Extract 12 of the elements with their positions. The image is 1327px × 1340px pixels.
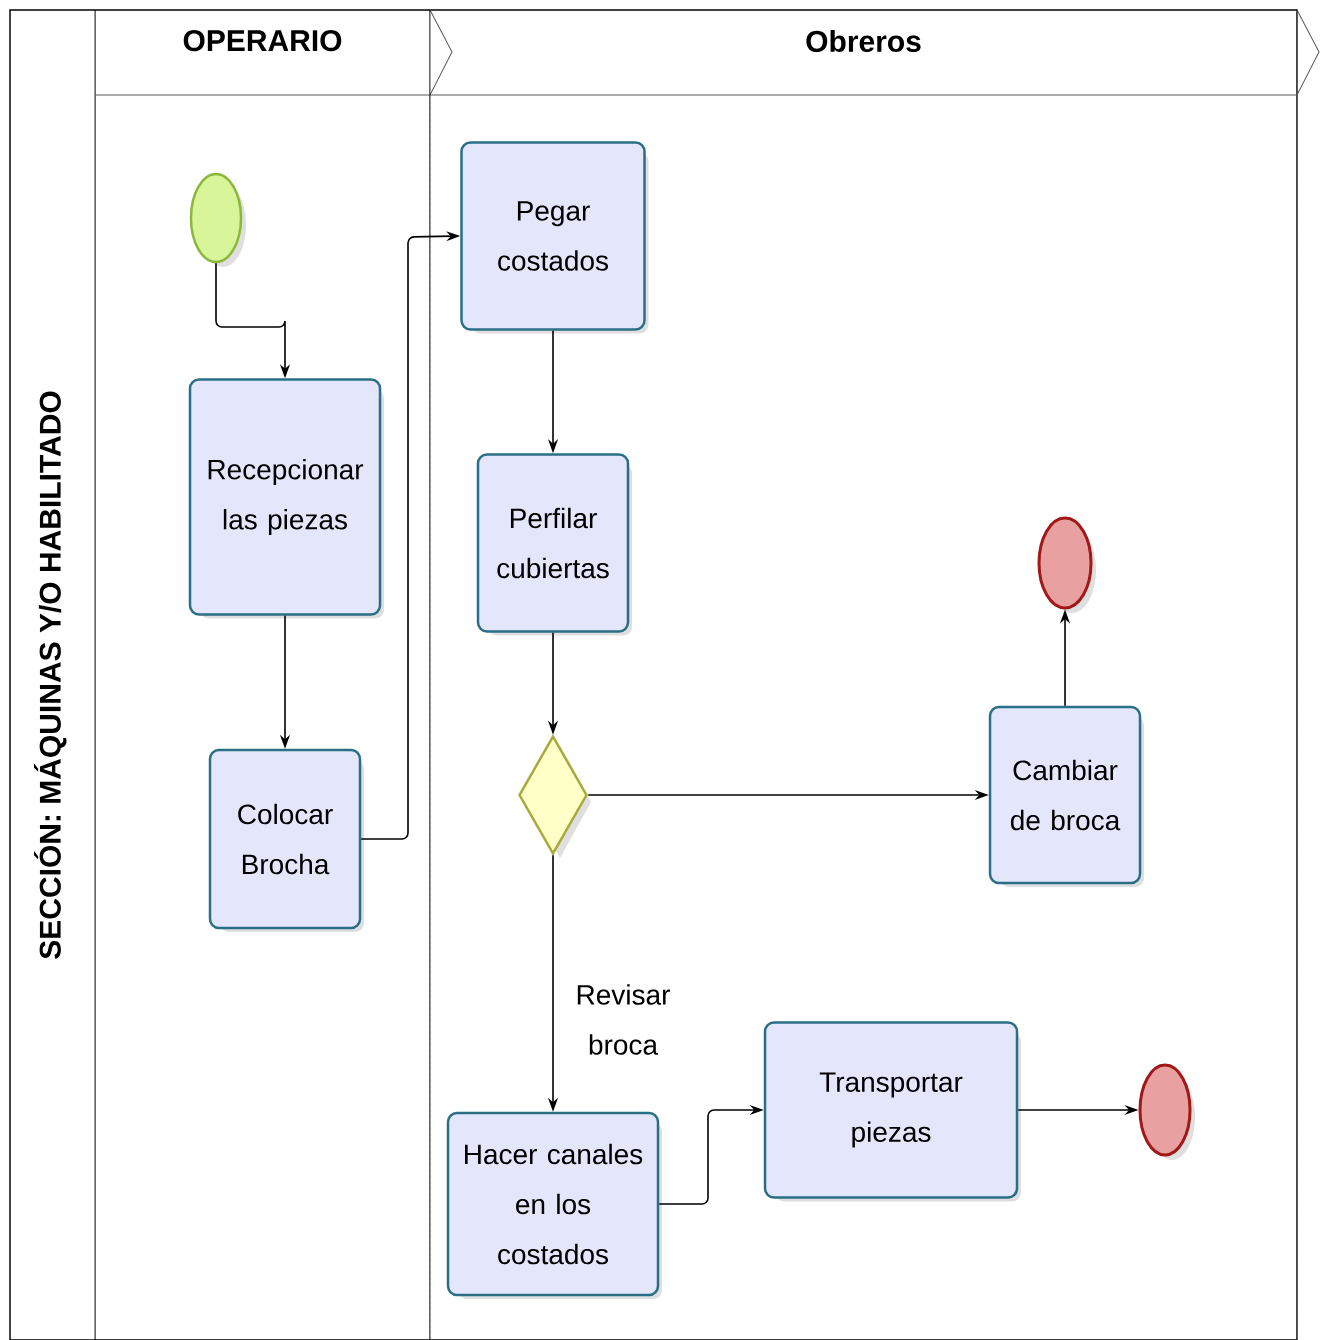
task-box: Pegar costados	[460, 141, 649, 334]
event-circle	[1138, 1063, 1195, 1160]
task-box: Colocar Brocha	[208, 748, 364, 932]
gateway-diamond	[518, 734, 591, 858]
task-box: Recepcionar las piezas	[188, 378, 384, 619]
task-box: Hacer canales en los costados	[446, 1111, 662, 1299]
task-box: Perfilar cubiertas	[476, 453, 632, 636]
task-box: Transportar piezas	[763, 1021, 1021, 1202]
edge-label: Revisar broca	[577, 984, 670, 1055]
event-circle	[189, 172, 246, 267]
event-circle	[1037, 516, 1096, 613]
task-box: Cambiar de broca	[988, 705, 1144, 887]
